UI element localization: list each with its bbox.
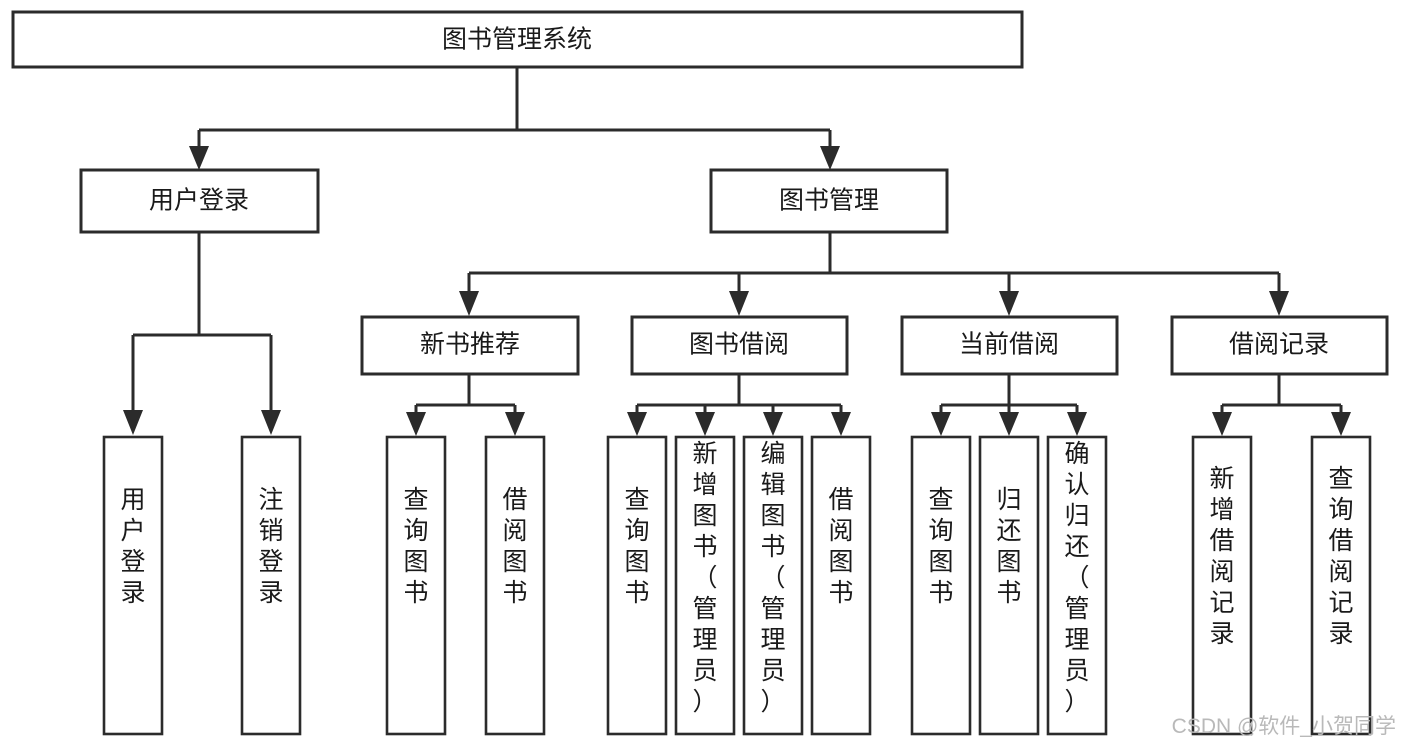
- leaf-borrow-book-1[interactable]: 借阅图书: [484, 435, 546, 736]
- node-user-login[interactable]: 用户登录: [79, 168, 320, 234]
- arrow-head-leaf-borrow-book-1: [505, 412, 525, 436]
- leaf-edit-book-label: 编辑图书（管理员）: [760, 440, 785, 716]
- arrow-head-leaf-borrow-book-2: [831, 412, 851, 436]
- leaf-query-book-3-box[interactable]: [910, 435, 972, 736]
- arrow-head-leaf-query-record: [1331, 412, 1351, 436]
- node-new-book-recommend-box[interactable]: [360, 315, 580, 376]
- node-user-login-label: 用户登录: [149, 187, 249, 215]
- csdn-watermark: CSDN @软件_小贺同学: [1172, 715, 1396, 738]
- leaf-query-book-3[interactable]: 查询图书: [910, 435, 972, 736]
- arrow-head-leaf-query-book-2: [627, 412, 647, 436]
- leaf-borrow-book-1-box[interactable]: [484, 435, 546, 736]
- node-new-book-recommend-label: 新书推荐: [420, 331, 520, 359]
- arrow-head-user-login: [189, 146, 209, 170]
- arrow-head-new-book-recommend: [459, 291, 479, 316]
- leaf-user-login-box[interactable]: [102, 435, 164, 736]
- leaf-query-book-1[interactable]: 查询图书: [385, 435, 447, 736]
- leaf-logout[interactable]: 注销登录: [240, 435, 302, 736]
- leaf-return-book-box[interactable]: [978, 435, 1040, 736]
- node-borrow-record[interactable]: 借阅记录: [1170, 315, 1389, 376]
- leaf-add-record[interactable]: 新增借阅记录: [1191, 435, 1253, 736]
- arrow-head-leaf-confirm-return: [1067, 412, 1087, 436]
- node-book-manage[interactable]: 图书管理: [709, 168, 949, 234]
- arrow-head-leaf-user-login: [123, 410, 143, 435]
- arrow-head-leaf-add-book: [695, 412, 715, 436]
- leaf-add-record-box[interactable]: [1191, 435, 1253, 736]
- node-current-borrow-box[interactable]: [900, 315, 1119, 376]
- leaf-query-record[interactable]: 查询借阅记录: [1310, 435, 1372, 736]
- leaf-borrow-book-2-label: 借阅图书: [828, 486, 853, 607]
- leaf-query-book-2-label: 查询图书: [624, 486, 649, 607]
- node-new-book-recommend[interactable]: 新书推荐: [360, 315, 580, 376]
- leaf-add-record-label: 新增借阅记录: [1209, 465, 1234, 648]
- node-borrow-record-label: 借阅记录: [1229, 331, 1329, 359]
- arrow-head-leaf-query-book-3: [931, 412, 951, 436]
- arrow-head-book-borrow: [729, 291, 749, 316]
- arrow-head-leaf-query-book-1: [406, 412, 426, 436]
- node-current-borrow[interactable]: 当前借阅: [900, 315, 1119, 376]
- arrow-head-leaf-logout: [261, 410, 281, 435]
- arrow-head-leaf-edit-book: [763, 412, 783, 436]
- node-user-login-box[interactable]: [79, 168, 320, 234]
- arrow-head-current-borrow: [999, 291, 1019, 316]
- leaf-query-book-2-box[interactable]: [606, 435, 668, 736]
- leaf-return-book-label: 归还图书: [996, 486, 1021, 607]
- leaf-add-book-label: 新增图书（管理员）: [692, 440, 717, 716]
- leaf-borrow-book-2[interactable]: 借阅图书: [810, 435, 872, 736]
- node-borrow-record-box[interactable]: [1170, 315, 1389, 376]
- node-root[interactable]: 图书管理系统: [11, 10, 1024, 69]
- arrow-head-leaf-add-record: [1212, 412, 1232, 436]
- node-book-manage-box[interactable]: [709, 168, 949, 234]
- node-book-borrow[interactable]: 图书借阅: [630, 315, 849, 376]
- connector-layer: [123, 67, 1351, 436]
- leaf-return-book[interactable]: 归还图书: [978, 435, 1040, 736]
- leaf-query-book-1-label: 查询图书: [403, 486, 428, 607]
- leaf-query-book-1-box[interactable]: [385, 435, 447, 736]
- leaf-query-record-box[interactable]: [1310, 435, 1372, 736]
- node-root-box[interactable]: [11, 10, 1024, 69]
- node-current-borrow-label: 当前借阅: [959, 331, 1059, 359]
- leaf-query-book-2[interactable]: 查询图书: [606, 435, 668, 736]
- leaf-query-book-3-label: 查询图书: [928, 486, 953, 607]
- arrow-head-borrow-record: [1269, 291, 1289, 316]
- arrow-head-leaf-return-book: [999, 412, 1019, 436]
- leaf-edit-book-box[interactable]: [742, 435, 804, 736]
- node-book-manage-label: 图书管理: [779, 187, 879, 215]
- leaf-logout-label: 注销登录: [258, 486, 283, 607]
- leaf-add-book[interactable]: 新增图书（管理员）: [674, 435, 736, 736]
- leaf-edit-book[interactable]: 编辑图书（管理员）: [742, 435, 804, 736]
- leaf-user-login[interactable]: 用户登录: [102, 435, 164, 736]
- leaf-query-record-label: 查询借阅记录: [1328, 465, 1353, 648]
- leaf-confirm-return-box[interactable]: [1046, 435, 1108, 736]
- arrow-head-book-manage: [820, 146, 840, 170]
- leaf-add-book-box[interactable]: [674, 435, 736, 736]
- node-root-label: 图书管理系统: [442, 26, 592, 54]
- leaf-confirm-return-label: 确认归还（管理员）: [1064, 440, 1089, 716]
- leaf-confirm-return[interactable]: 确认归还（管理员）: [1046, 435, 1108, 736]
- leaf-logout-box[interactable]: [240, 435, 302, 736]
- leaf-borrow-book-1-label: 借阅图书: [502, 486, 527, 607]
- node-book-borrow-box[interactable]: [630, 315, 849, 376]
- node-book-borrow-label: 图书借阅: [689, 331, 789, 359]
- leaf-borrow-book-2-box[interactable]: [810, 435, 872, 736]
- leaf-user-login-label: 用户登录: [120, 486, 145, 607]
